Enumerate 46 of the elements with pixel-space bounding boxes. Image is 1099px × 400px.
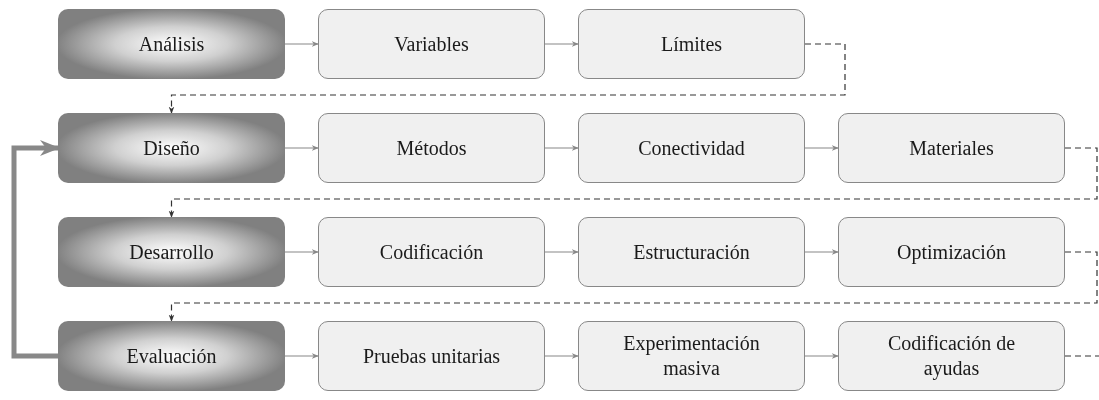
step-label: Métodos xyxy=(396,135,467,161)
arrow xyxy=(168,251,1098,322)
arrow xyxy=(544,249,579,255)
phase-box xyxy=(58,321,285,391)
step-box xyxy=(578,9,805,79)
phase-label: Diseño xyxy=(143,135,200,161)
arrow xyxy=(804,249,839,255)
arrow xyxy=(544,353,579,359)
step-box xyxy=(838,321,1065,391)
feedback-arrow xyxy=(11,140,60,359)
step-box xyxy=(578,113,805,183)
step-box xyxy=(578,217,805,287)
arrow xyxy=(284,353,319,359)
step-label: Estructuración xyxy=(633,239,750,265)
phase-box xyxy=(58,113,285,183)
step-label: Materiales xyxy=(909,135,994,161)
phase-box xyxy=(58,9,285,79)
step-label: Codificación de ayudas xyxy=(886,331,1017,381)
phase-label: Evaluación xyxy=(126,343,217,369)
step-label: Pruebas unitarias xyxy=(362,343,501,369)
arrow xyxy=(168,43,846,114)
step-label: Optimización xyxy=(897,239,1006,265)
arrow xyxy=(804,353,839,359)
step-box xyxy=(318,9,545,79)
step-box xyxy=(578,321,805,391)
arrow xyxy=(284,41,319,47)
step-label: Experimentación masiva xyxy=(622,331,761,381)
connector-line xyxy=(1064,355,1099,357)
step-box xyxy=(838,217,1065,287)
step-box xyxy=(318,217,545,287)
phase-label: Análisis xyxy=(138,31,205,57)
arrow xyxy=(544,41,579,47)
arrow xyxy=(544,145,579,151)
arrow xyxy=(284,249,319,255)
arrow xyxy=(804,145,839,151)
step-box xyxy=(838,113,1065,183)
step-label: Límites xyxy=(660,31,723,57)
arrow xyxy=(284,145,319,151)
phase-box xyxy=(58,217,285,287)
step-box xyxy=(318,113,545,183)
arrow xyxy=(168,147,1098,218)
step-label: Codificación xyxy=(379,239,484,265)
step-box xyxy=(318,321,545,391)
step-label: Conectividad xyxy=(638,135,745,161)
phase-label: Desarrollo xyxy=(129,239,214,265)
step-label: Variables xyxy=(394,31,469,57)
